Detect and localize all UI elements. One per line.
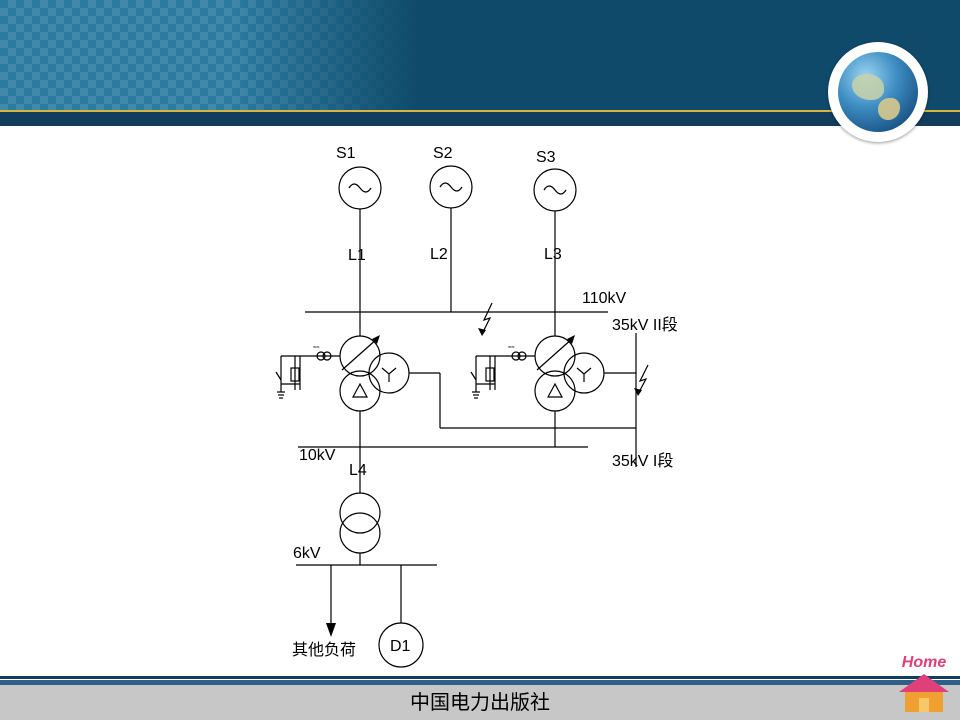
source-s1-label: S1 (336, 145, 356, 162)
line-l3-label: L3 (544, 246, 562, 263)
globe-logo-icon (828, 42, 928, 142)
bus-6kv-label: 6kV (293, 545, 321, 562)
header-gold-line (0, 110, 960, 112)
house-icon (899, 674, 949, 712)
load-other-label: 其他负荷 (292, 641, 356, 659)
transformer-3-hv (339, 492, 381, 534)
fault-110kv-icon (481, 302, 493, 335)
bus-35kv-i-label: 35kV I段 (612, 452, 673, 470)
slide-header (0, 0, 960, 126)
transformer-2-mv (563, 352, 605, 394)
ct-label-2: ≈≈ (508, 345, 515, 351)
home-button[interactable]: Home (893, 654, 955, 714)
line-l1-label: L1 (348, 247, 366, 264)
line-l4-label: L4 (349, 462, 367, 479)
transformer-1-mv (368, 352, 410, 394)
bus-35kv-ii-label: 35kV II段 (612, 316, 678, 334)
transformer-2-lv (534, 370, 576, 412)
source-s2-label: S2 (433, 145, 453, 162)
load-arrow-icon (326, 623, 336, 637)
home-label: Home (901, 654, 947, 671)
motor-d1 (378, 622, 424, 668)
fault-35kv-icon (637, 364, 649, 395)
header-band (0, 112, 960, 126)
source-s3-label: S3 (536, 149, 556, 166)
line-l2-label: L2 (430, 246, 448, 263)
bus-10kv-label: 10kV (299, 447, 336, 464)
transformer-1-lv (339, 370, 381, 412)
slide-footer: 中国电力出版社 (0, 676, 960, 720)
bus-110kv-label: 110kV (582, 290, 627, 307)
motor-d1-label: D1 (390, 638, 411, 655)
header-pattern (0, 0, 420, 110)
publisher-name: 中国电力出版社 (410, 690, 550, 714)
ct-label-1: ≈≈ (313, 345, 320, 351)
